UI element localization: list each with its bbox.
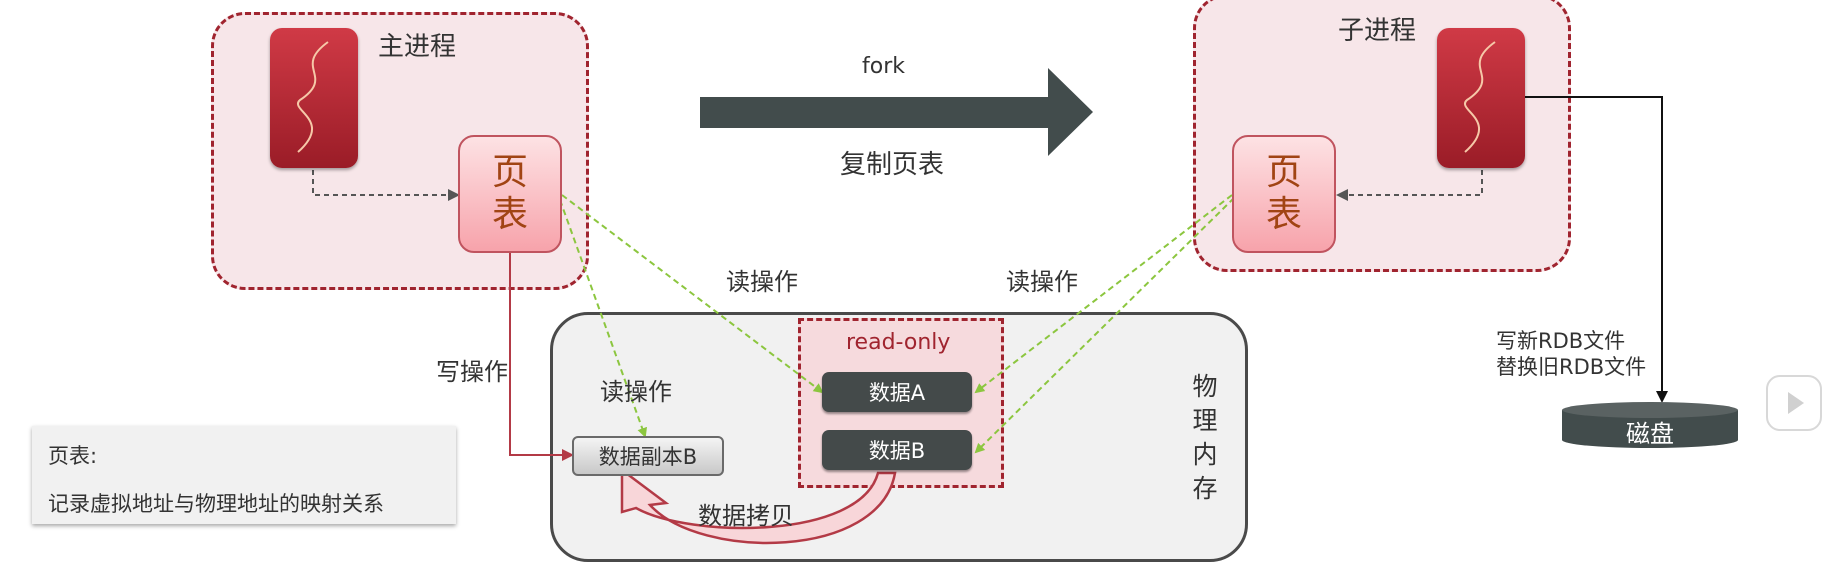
- main-page-table-char-1: 页: [491, 152, 528, 193]
- child-page-table-char-1: 页: [1265, 152, 1302, 193]
- data-b-block: 数据B: [822, 430, 972, 470]
- child-process-cpu-icon: [1437, 28, 1525, 168]
- fork-arrow: [700, 68, 1093, 156]
- child-page-table: 页 表: [1232, 135, 1336, 253]
- read-arrow-child-to-a: [974, 194, 1233, 394]
- readonly-label: read-only: [846, 330, 951, 355]
- read-arrow-main-to-a: [561, 194, 824, 394]
- main-page-table: 页 表: [458, 135, 562, 253]
- page-table-note: 页表: 记录虚拟地址与物理地址的映射关系: [32, 426, 456, 524]
- read-label-right: 读操作: [1006, 268, 1078, 296]
- disk-icon: [1562, 402, 1738, 448]
- play-icon: [1788, 392, 1804, 414]
- read-label-inner: 读操作: [600, 378, 672, 406]
- child-cpu-to-pagetable: [1336, 170, 1483, 201]
- read-label-left: 读操作: [726, 268, 798, 296]
- write-label: 写操作: [436, 358, 508, 386]
- main-process-cpu-icon: [270, 28, 358, 168]
- physical-memory-char-4: 存: [1192, 474, 1218, 503]
- data-copy-b-block: 数据副本B: [572, 436, 724, 476]
- main-process-label: 主进程: [378, 32, 457, 62]
- play-button[interactable]: [1766, 375, 1822, 431]
- main-cpu-to-pagetable: [312, 170, 460, 201]
- physical-memory-char-1: 物: [1192, 372, 1218, 401]
- child-page-table-char-2: 表: [1265, 194, 1302, 235]
- data-a-block: 数据A: [822, 372, 972, 412]
- disk-write-line-1: 写新RDB文件: [1496, 329, 1626, 353]
- note-body: 记录虚拟地址与物理地址的映射关系: [48, 492, 384, 516]
- read-arrow-main-to-copy: [559, 199, 647, 438]
- disk-label: 磁盘: [1626, 420, 1674, 448]
- data-copy-label: 数据拷贝: [698, 502, 794, 530]
- child-process-label: 子进程: [1338, 16, 1417, 46]
- main-page-table-char-2: 表: [491, 194, 528, 235]
- physical-memory-char-3: 内: [1192, 440, 1218, 469]
- physical-memory-label: 物 理 内 存: [1190, 370, 1220, 506]
- fork-sublabel: 复制页表: [840, 150, 945, 180]
- physical-memory-char-2: 理: [1192, 406, 1218, 435]
- note-title: 页表:: [48, 444, 98, 468]
- fork-label: fork: [862, 54, 905, 79]
- write-arrow: [509, 253, 574, 461]
- disk-write-line-2: 替换旧RDB文件: [1496, 355, 1647, 379]
- disk-write-text: 写新RDB文件 替换旧RDB文件: [1496, 328, 1646, 380]
- disk-write-arrow: [1522, 96, 1668, 403]
- read-arrow-child-to-b: [974, 197, 1235, 454]
